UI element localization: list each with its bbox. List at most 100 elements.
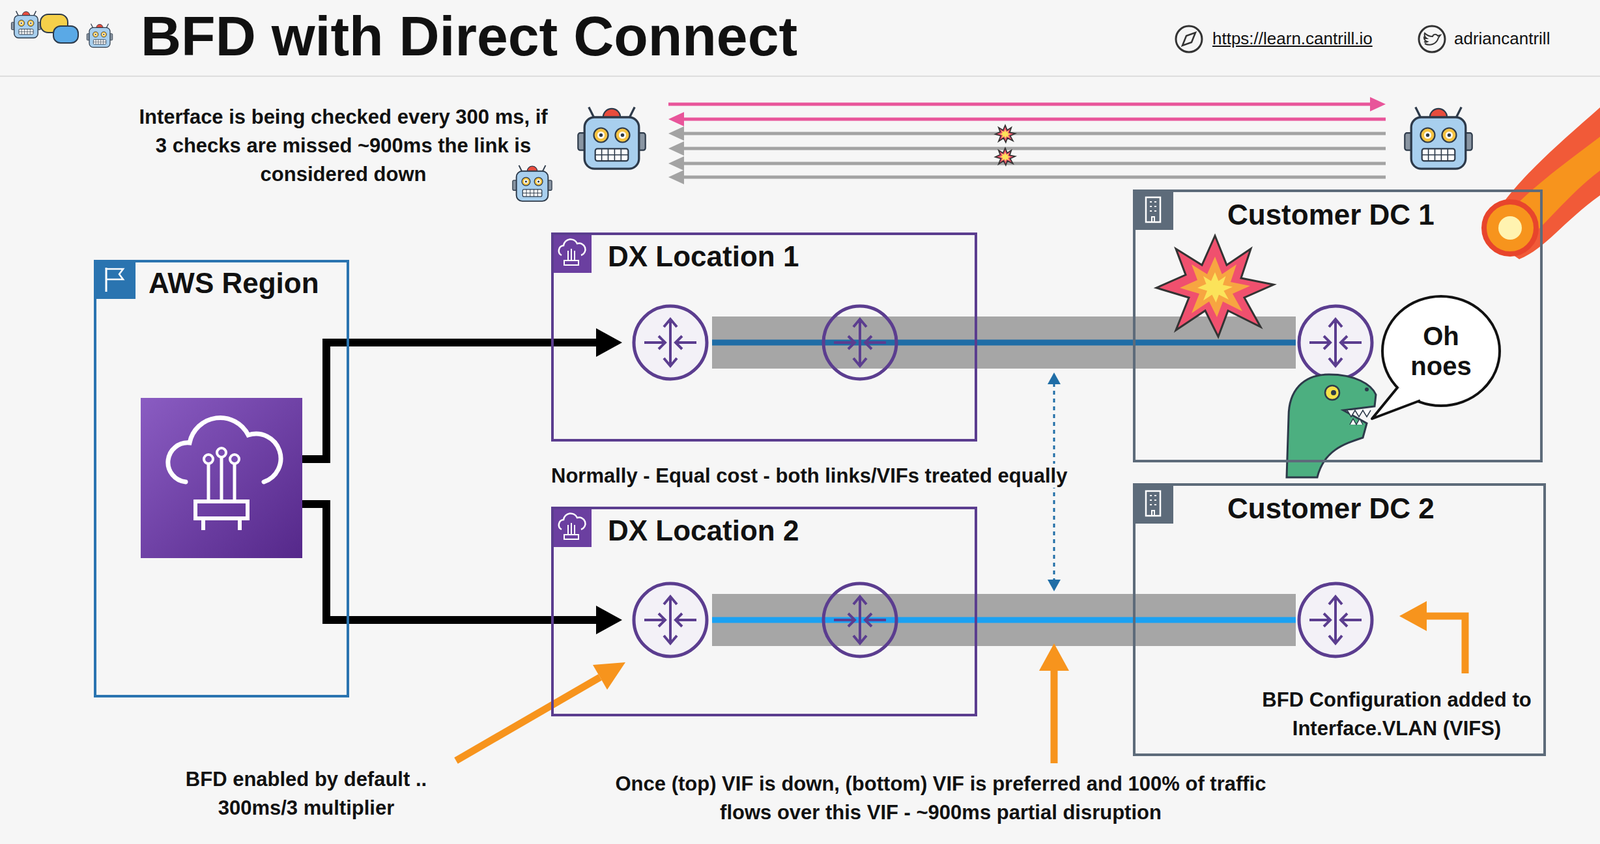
node-heading: Customer DC 1 — [1227, 198, 1435, 233]
arrowhead — [1370, 97, 1386, 112]
dx-circuit-node — [216, 448, 227, 458]
arrowhead — [1039, 643, 1070, 672]
explosion-shape — [995, 147, 1016, 165]
callout-arrow — [1050, 669, 1058, 764]
small-explosion — [995, 147, 1016, 165]
datacenter-icon — [1132, 189, 1174, 230]
datacenter-box: Customer DC 2 BFD Configuration added to … — [1132, 483, 1546, 757]
bfd-packet-arrow — [668, 102, 1372, 107]
equal-cost-note: Normally - Equal cost - both links/VIFs … — [547, 463, 1072, 488]
speech-bubble: Oh noes — [1379, 293, 1503, 409]
explosion-shape — [1197, 272, 1233, 303]
twitter-bird — [1424, 33, 1441, 45]
router-symbol — [1299, 583, 1372, 657]
dx-base — [195, 501, 248, 519]
dx-circuit-node — [229, 454, 240, 464]
dinosaur-eye — [1330, 390, 1337, 396]
node-heading: DX Location 2 — [607, 514, 799, 549]
datacenter-icon — [1132, 483, 1174, 524]
callout-arrow — [1425, 616, 1466, 674]
explosion-shape — [1179, 256, 1251, 318]
missed-packet-arrow — [682, 132, 1386, 136]
dx-circuit — [208, 457, 235, 502]
website-link: https://learn.cantrill.io — [1212, 28, 1373, 49]
missed-packet-arrow — [682, 147, 1386, 151]
direct-connect-link — [712, 620, 1296, 621]
router-symbol — [1299, 306, 1372, 380]
header-robot — [86, 24, 113, 48]
explosion-shape — [1156, 235, 1274, 337]
missed-packet-arrow — [682, 162, 1386, 166]
dinosaur-eye — [1325, 385, 1340, 400]
explosion-shape — [995, 125, 1016, 143]
arrowhead — [668, 170, 685, 185]
link-band — [712, 594, 1296, 647]
arrowhead — [596, 328, 623, 358]
bfd-explanation: Interface is being checked every 300 ms,… — [134, 102, 552, 189]
meteor-flame — [1485, 107, 1600, 260]
node-note: BFD Configuration added to Interface.VLA… — [1256, 685, 1537, 744]
callout-arrow — [456, 677, 600, 761]
region-flag — [106, 269, 124, 280]
direct-connect-icon — [140, 398, 303, 559]
social-handle: adriancantrill — [1454, 28, 1550, 49]
meteor-flame — [1495, 136, 1600, 248]
speech-bubble-shape — [1379, 293, 1503, 409]
arrowhead — [592, 662, 626, 690]
dx-base-legs — [203, 518, 240, 531]
arrowhead — [668, 156, 685, 171]
small-explosion — [995, 125, 1016, 143]
arrowhead — [596, 605, 623, 635]
dx-location-box: DX Location 1 — [551, 232, 978, 442]
compass-needle — [1182, 32, 1196, 46]
meteor-core — [1498, 216, 1522, 240]
explosion-shape — [1000, 129, 1012, 139]
link-band — [712, 316, 1296, 369]
dx-circuit-node — [203, 454, 214, 464]
dx-location-box: DX Location 2 — [551, 506, 978, 717]
bfd-robot — [512, 165, 552, 202]
node-heading: Oh noes — [1395, 321, 1487, 382]
meteor — [1484, 201, 1537, 255]
datacenter-box: Customer DC 1 Oh noes — [1132, 189, 1543, 463]
direct-connect-link — [712, 342, 1296, 344]
router-symbol — [633, 306, 707, 380]
twitter-icon — [1418, 26, 1445, 53]
vif-line — [712, 617, 1296, 624]
router-symbol — [823, 306, 897, 380]
dx-location-icon — [551, 232, 592, 273]
arrowhead — [668, 126, 685, 141]
dinosaur-nostril — [1364, 387, 1369, 392]
header-chat-bubble — [53, 26, 79, 43]
router-symbol — [823, 583, 897, 657]
vif-line — [712, 340, 1296, 346]
dinosaur-teeth — [1347, 410, 1371, 425]
node-heading: DX Location 1 — [607, 239, 799, 275]
bfd-packet-arrow — [682, 117, 1386, 122]
diagram-title: BFD with Direct Connect — [140, 5, 798, 68]
header-rule — [0, 75, 1600, 77]
header-robot — [11, 11, 41, 38]
node-heading: Customer DC 2 — [1227, 491, 1435, 527]
arrowhead — [668, 112, 685, 127]
bfd-robot — [577, 107, 645, 170]
arrowhead — [1047, 579, 1061, 592]
dx-cloud — [168, 417, 281, 483]
connector — [302, 504, 623, 635]
region-box: AWS Region — [93, 259, 350, 698]
dx-location-icon — [551, 506, 592, 548]
router-symbol — [633, 583, 707, 657]
compass-icon — [1175, 26, 1202, 53]
region-icon-tile — [93, 259, 136, 300]
arrowhead — [668, 141, 685, 156]
explosion-shape — [1000, 152, 1012, 162]
bfd-default-note: BFD enabled by default .. 300ms/3 multip… — [162, 765, 450, 823]
bfd-robot — [1404, 107, 1472, 170]
arrowhead — [1399, 601, 1427, 632]
speech-bubble-tail — [1371, 386, 1421, 419]
node-heading: AWS Region — [148, 266, 320, 301]
missed-packet-arrow — [682, 175, 1386, 180]
arrowhead — [1047, 372, 1061, 385]
failover-note: Once (top) VIF is down, (bottom) VIF is … — [588, 770, 1293, 828]
